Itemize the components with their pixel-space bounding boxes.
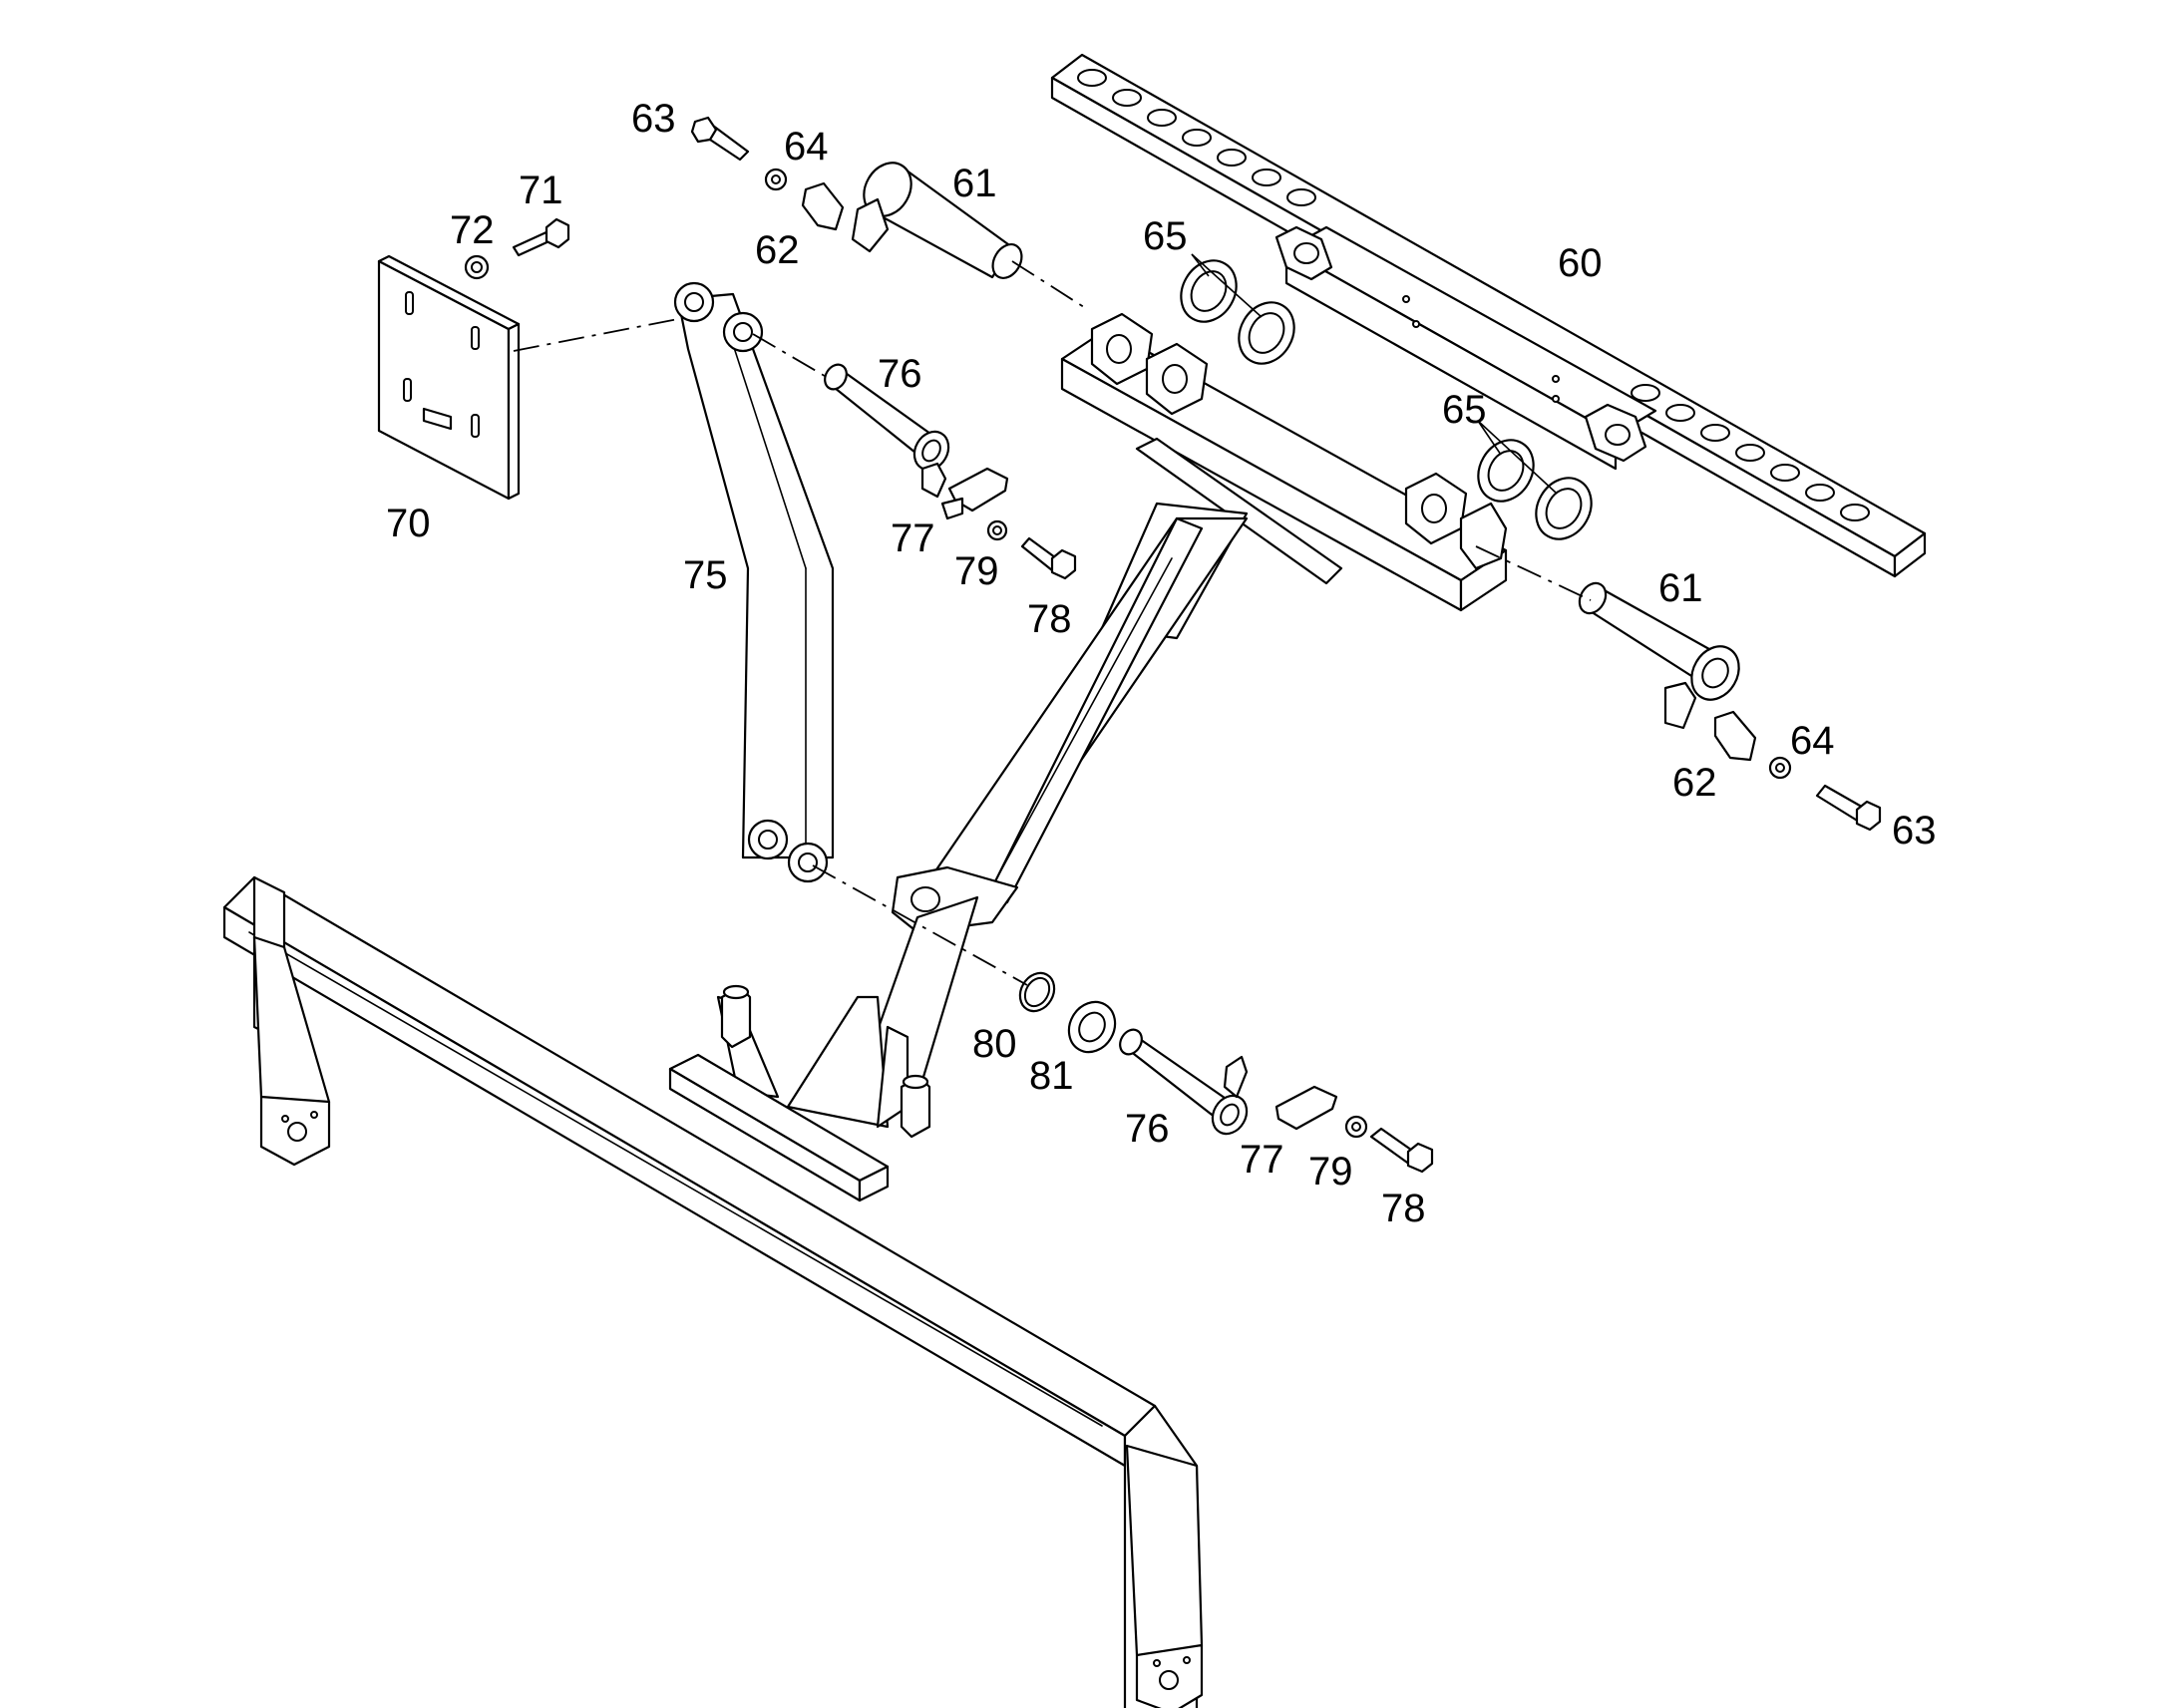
callout-79-lower: 79: [1308, 1150, 1353, 1194]
part-63-bolt-lower: [1815, 784, 1882, 832]
part-65-washers-upper: [1180, 259, 1295, 365]
part-61-pin-lower: [1578, 581, 1740, 730]
callout-63-lower: 63: [1892, 809, 1937, 853]
part-76-pin-upper: [824, 363, 950, 499]
part-77-clip-lower: [1274, 1085, 1338, 1131]
part-77-clip-upper: [940, 467, 1009, 520]
part-71-bolt: [512, 217, 570, 257]
part-78-bolt-upper: [1020, 536, 1077, 580]
part-75-side-arm: [673, 281, 835, 883]
part-81-bushing: [1067, 1000, 1117, 1054]
callout-77-upper: 77: [891, 516, 935, 560]
bolt-top: [720, 984, 752, 1049]
part-78-bolt-lower: [1369, 1127, 1434, 1174]
callout-72: 72: [450, 208, 495, 252]
part-62-lock-upper: [801, 181, 845, 231]
callout-80: 80: [972, 1022, 1017, 1066]
callouts: 60 61 61 62 62 63 63 64 64 65 65 70 71 7…: [386, 97, 1937, 1230]
part-79-washer-upper: [986, 519, 1008, 541]
callout-78-lower: 78: [1381, 1187, 1426, 1230]
part-65-washers-lower: [1477, 439, 1593, 540]
callout-62-lower: 62: [1672, 761, 1717, 805]
main-arm: [716, 437, 1343, 1129]
callout-81: 81: [1029, 1054, 1074, 1098]
callout-79-upper: 79: [954, 549, 999, 593]
callout-65-upper: 65: [1143, 214, 1188, 258]
callout-63-upper: 63: [631, 97, 676, 141]
part-80-snap-ring: [1018, 971, 1056, 1013]
callout-65-lower: 65: [1442, 388, 1487, 432]
part-62-lock-lower: [1713, 710, 1757, 762]
part-79-washer-lower: [1344, 1115, 1368, 1139]
callout-60: 60: [1558, 241, 1603, 285]
callout-78-upper: 78: [1027, 597, 1072, 641]
callout-75: 75: [683, 553, 728, 597]
bolt-bottom: [900, 1074, 931, 1139]
part-61-pin-upper: [851, 162, 1023, 279]
part-72-washer: [464, 254, 490, 280]
cross-member: [1060, 312, 1508, 612]
callout-64-upper: 64: [784, 125, 829, 169]
callout-71: 71: [519, 169, 563, 212]
callout-77-lower: 77: [1240, 1138, 1284, 1182]
bottom-frame: [222, 875, 1204, 1708]
part-70-plate: [377, 254, 521, 501]
beam-holes: [1077, 69, 1870, 521]
callout-61-upper: 61: [952, 162, 997, 205]
callout-64-lower: 64: [1790, 719, 1835, 763]
part-76-pin-lower: [1119, 1028, 1249, 1136]
callout-76-upper: 76: [878, 352, 922, 396]
callout-70: 70: [386, 502, 431, 545]
callout-62-upper: 62: [755, 228, 800, 272]
leader-lines: [1191, 253, 1557, 494]
callout-61-lower: 61: [1658, 566, 1703, 610]
part-60-top-beam: [1050, 53, 1927, 578]
part-64-washer-lower: [1768, 756, 1792, 780]
part-64-washer-upper: [764, 168, 788, 191]
callout-76-lower: 76: [1125, 1107, 1170, 1151]
base-plate: [668, 984, 931, 1202]
part-63-bolt-upper: [690, 116, 750, 162]
assembly-axes: [513, 260, 1592, 986]
